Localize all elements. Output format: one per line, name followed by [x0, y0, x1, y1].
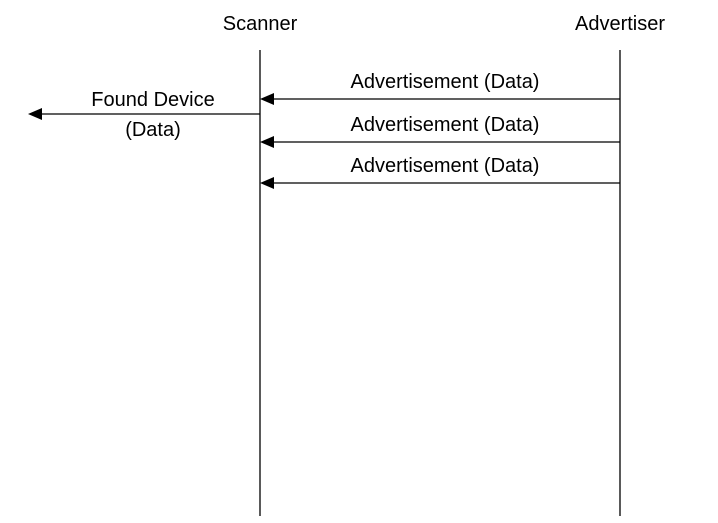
message-label-1: Advertisement (Data): [351, 71, 540, 93]
participant-scanner-label: Scanner: [223, 13, 298, 35]
message-arrowhead-2: [260, 136, 274, 148]
message-label-3: Advertisement (Data): [351, 155, 540, 177]
message-arrowhead-1: [260, 93, 274, 105]
found-device-arrowhead: [28, 108, 42, 120]
message-arrowhead-3: [260, 177, 274, 189]
found-device-label: Found Device: [91, 89, 214, 111]
participant-advertiser-label: Advertiser: [575, 13, 665, 35]
found-device-data-label: (Data): [125, 119, 181, 141]
message-label-2: Advertisement (Data): [351, 114, 540, 136]
